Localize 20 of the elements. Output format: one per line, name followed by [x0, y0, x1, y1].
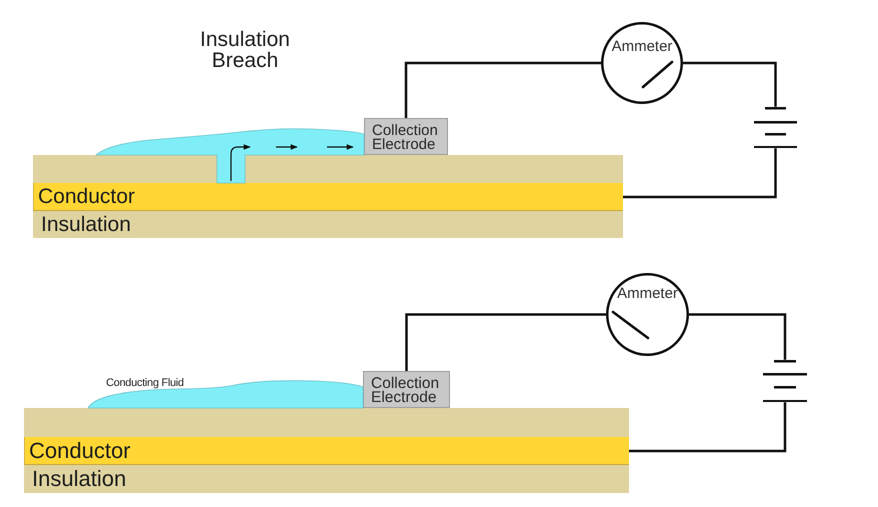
collection-electrode: Collection Electrode: [363, 371, 450, 408]
battery-symbol: [763, 360, 807, 402]
ammeter-dial: Ammeter: [601, 22, 683, 104]
wire: [623, 148, 777, 198]
wire: [683, 62, 777, 107]
conductor-layer: Conductor: [33, 183, 623, 211]
insulation-layer: [33, 155, 623, 183]
insulation-layer: [24, 408, 629, 437]
wire: [629, 402, 786, 452]
fluid-label: Conducting Fluid: [106, 377, 184, 389]
insulation-layer: Insulation: [33, 211, 623, 238]
conductor-layer: Conductor: [24, 437, 629, 465]
collection-electrode: Collection Electrode: [364, 118, 448, 155]
battery-symbol: [754, 106, 797, 148]
insulation-layer: Insulation: [24, 465, 629, 493]
wire: [405, 313, 606, 371]
ammeter-dial: Ammeter: [606, 273, 689, 356]
breach-caption: Insulation Breach: [200, 29, 290, 71]
wire: [689, 313, 786, 360]
wire: [404, 62, 601, 118]
